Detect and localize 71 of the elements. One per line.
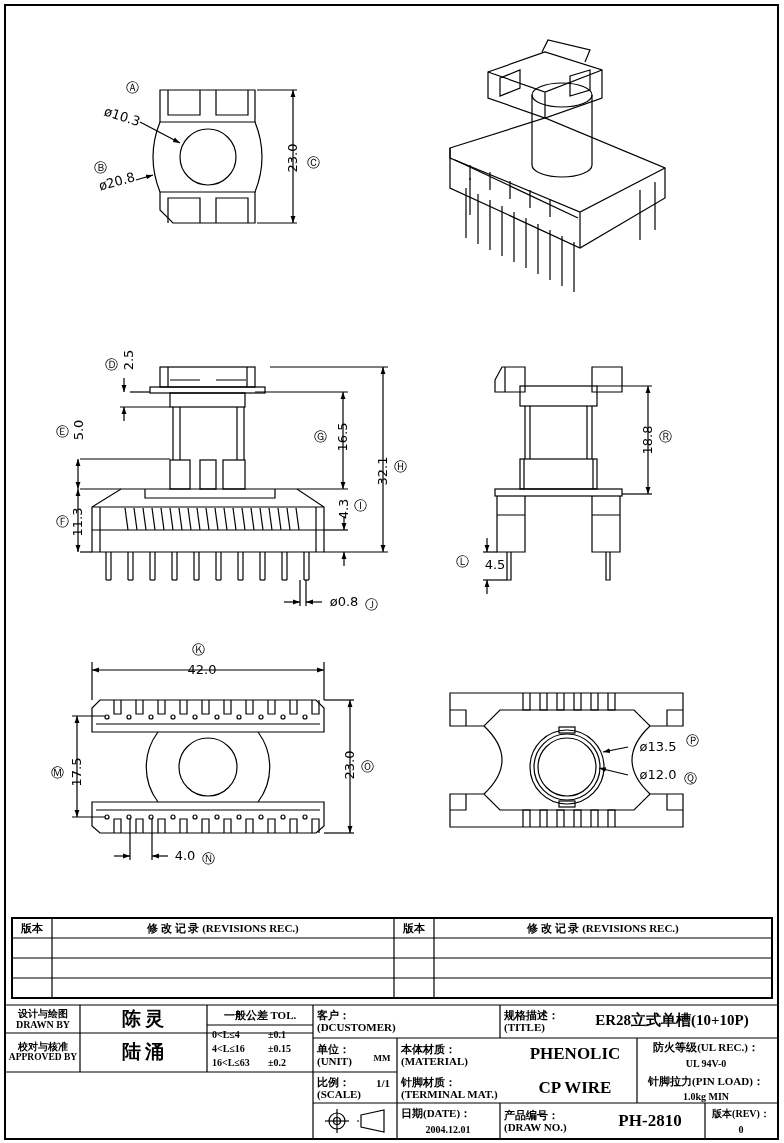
- field-value: CP WIRE: [538, 1078, 612, 1098]
- callout-letter: Ⓠ: [683, 771, 697, 787]
- field-value: 0<L≤4: [212, 1028, 240, 1040]
- field-label: 规格描述： (TITLE): [504, 1008, 560, 1034]
- field-value: ±0.15: [268, 1042, 291, 1054]
- callout-letter: Ⓗ: [393, 459, 407, 475]
- callout-letter: Ⓔ: [55, 424, 69, 440]
- callout-letter: Ⓐ: [125, 80, 139, 96]
- field-label: 比例： (SCALE): [317, 1075, 362, 1101]
- field-label: 针脚拉力(PIN LOAD)：: [648, 1074, 764, 1088]
- field-value: ±0.1: [268, 1028, 286, 1040]
- dimension-value: 17.5: [69, 757, 85, 787]
- callout-letter: Ⓚ: [191, 642, 205, 658]
- field-value: 4<L≤16: [212, 1042, 245, 1054]
- field-label: 日期(DATE)：: [401, 1106, 472, 1120]
- field-value: 1.0kg MIN: [682, 1090, 730, 1102]
- callout-letter: Ⓞ: [360, 759, 374, 775]
- column-header: 修 改 记 录 (REVISIONS REC.): [527, 921, 679, 935]
- field-label: 校对与核准 APPROVED BY: [7, 1041, 79, 1063]
- callout-letter: Ⓓ: [104, 357, 118, 373]
- field-value: 16<L≤63: [212, 1056, 250, 1068]
- callout-letter: Ⓑ: [93, 160, 107, 175]
- callout-letter: Ⓟ: [685, 733, 699, 749]
- field-value: 1/1: [375, 1076, 391, 1090]
- callout-letter: Ⓡ: [658, 429, 672, 445]
- field-label: 客户： (DCUSTOMER): [317, 1008, 397, 1034]
- field-value: UL 94V-0: [685, 1057, 727, 1069]
- callout-letter: Ⓝ: [201, 851, 215, 867]
- field-label: 版本(REV)：: [712, 1107, 770, 1119]
- dimension-value: 2.5: [121, 349, 137, 371]
- callout-letter: Ⓒ: [306, 155, 320, 171]
- dimension-value: 23.0: [342, 750, 358, 780]
- field-value: 0: [738, 1123, 744, 1135]
- field-label: 产品编号： (DRAW NO.): [504, 1108, 568, 1134]
- callout-letter: Ⓛ: [455, 554, 469, 570]
- dimension-value: ø10.3: [102, 104, 142, 130]
- callout-letter: Ⓙ: [364, 597, 378, 613]
- dimension-value: 4.3: [336, 498, 352, 520]
- field-value: ER28立式单槽(10+10P): [595, 1011, 749, 1029]
- dimension-value: 42.0: [187, 662, 217, 678]
- dimension-value: 23.0: [285, 143, 301, 173]
- dimension-value: ø12.0: [639, 767, 677, 783]
- callout-letter: Ⓘ: [353, 498, 367, 514]
- dimension-value: ø0.8: [329, 594, 359, 610]
- dimension-value: 11.3: [70, 507, 86, 537]
- dimension-value: 4.5: [484, 557, 506, 573]
- signature-name: 陆 涌: [121, 1041, 165, 1063]
- dimension-value: ø13.5: [639, 739, 677, 755]
- field-value: PH-2810: [618, 1111, 682, 1131]
- dimension-value: 5.0: [71, 419, 87, 441]
- field-value: PHENOLIC: [529, 1044, 621, 1064]
- callout-letter: Ⓖ: [313, 429, 327, 445]
- callout-letter: Ⓜ: [50, 765, 64, 781]
- field-label: 针脚材质： (TERMINAL MAT.): [401, 1075, 499, 1101]
- signature-name: 陈 灵: [121, 1008, 165, 1030]
- dimension-value: 4.0: [174, 848, 196, 864]
- dimension-value: 18.8: [640, 425, 656, 455]
- field-value: 2004.12.01: [425, 1123, 471, 1135]
- field-value: ±0.2: [268, 1056, 286, 1068]
- column-header: 版本: [21, 921, 43, 935]
- dimension-value: 32.1: [375, 456, 391, 486]
- dimension-value: 16.5: [335, 422, 351, 452]
- field-value: MM: [373, 1054, 391, 1064]
- column-header: 版本: [403, 921, 425, 935]
- field-label: 设计与绘图 DRAWN BY: [14, 1008, 72, 1030]
- field-label: 防火等级(UL REC.)：: [653, 1040, 759, 1054]
- field-label: 单位： (UNIT): [317, 1042, 353, 1068]
- field-label: 一般公差 TOL.: [223, 1008, 297, 1022]
- callout-letter: Ⓕ: [55, 514, 69, 530]
- field-label: 本体材质： (MATERIAL): [401, 1042, 469, 1068]
- column-header: 修 改 记 录 (REVISIONS REC.): [147, 921, 299, 935]
